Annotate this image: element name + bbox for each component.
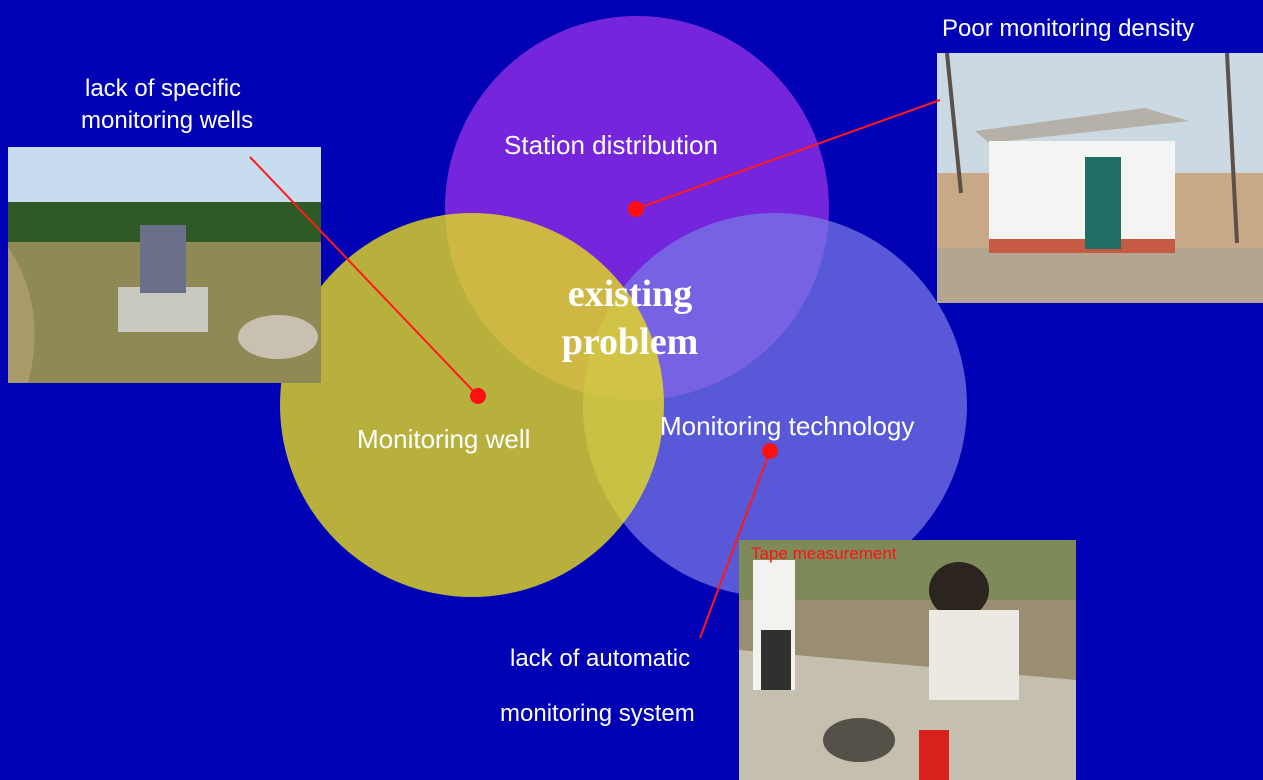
center-title-line-2: problem [561,321,699,363]
photo-tape-measurement: Tape measurement [739,540,1076,780]
circle-monitoring-technology [583,213,967,597]
label-station-distribution: Station distribution [504,130,718,160]
callout-well-text-line-1: lack of specific [85,75,242,102]
center-title: existing problem [530,270,730,366]
callout-line-well [249,156,479,397]
label-monitoring-technology: Monitoring technology [660,411,915,441]
callout-station-text: Poor monitoring density [942,15,1195,42]
callout-well-text-line-2: monitoring wells [81,107,254,134]
callout-technology-text-line-1: lack of automatic [510,645,691,672]
callout-line-technology [699,450,771,639]
tape-measurement-label: Tape measurement [751,544,897,563]
circle-monitoring-well [280,213,664,597]
callout-technology-text-line-2: monitoring system [500,700,695,727]
callout-dot-well [470,388,486,404]
callout-dot-station [628,201,644,217]
center-title-line-1: existing [567,273,693,315]
photo-monitoring-well [8,147,321,383]
callout-dot-technology [762,443,778,459]
label-monitoring-well: Monitoring well [357,424,531,454]
callout-line-station [635,99,941,210]
photo-station-house [937,53,1263,303]
